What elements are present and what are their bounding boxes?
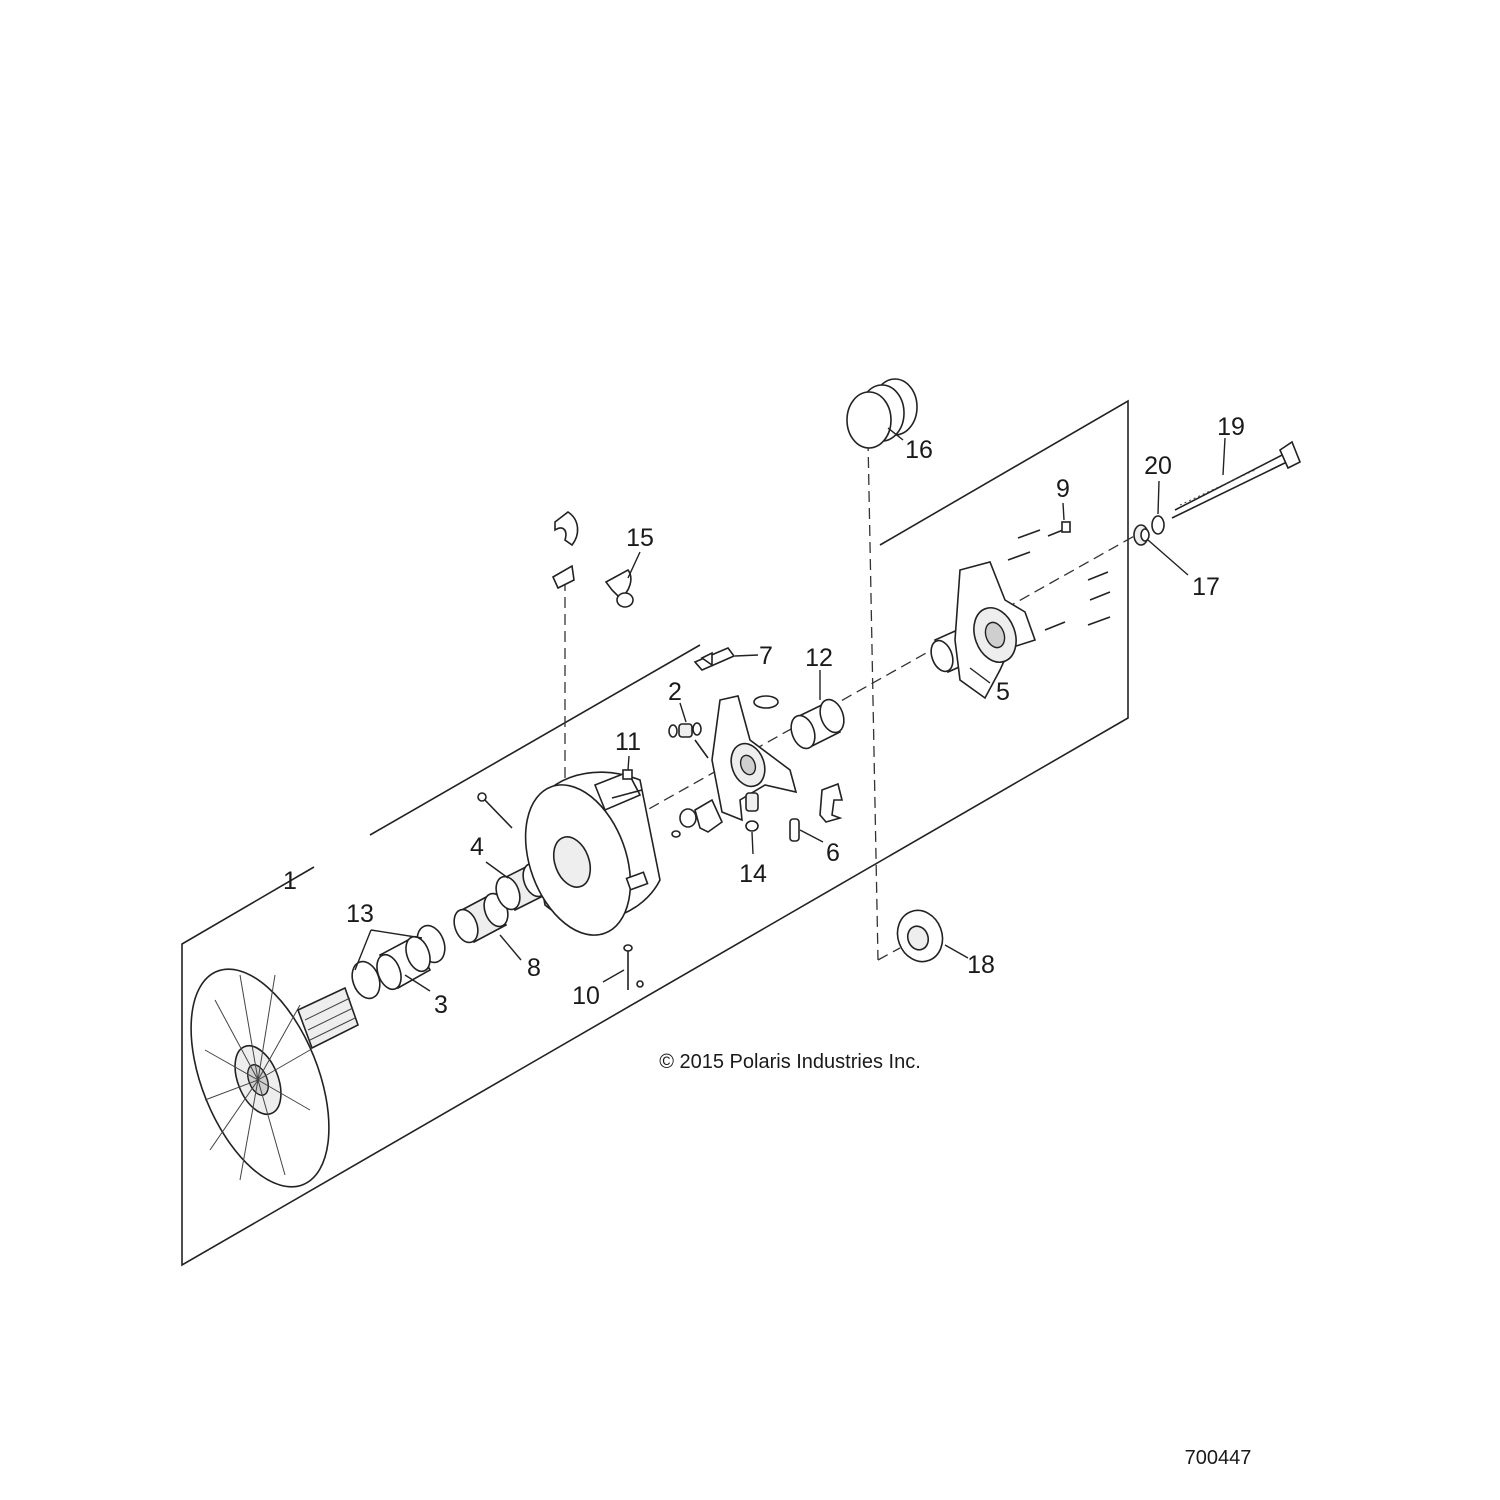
bushing-part (376, 935, 432, 991)
leader-lines (354, 427, 1226, 992)
callout-labels: 1 2 3 4 5 6 7 8 9 10 11 12 13 14 15 16 1… (283, 413, 1245, 1019)
callout-13: 13 (346, 900, 374, 928)
screw-11-part (622, 769, 633, 780)
callout-1: 1 (283, 867, 297, 895)
washer-20-part (1151, 515, 1165, 535)
callout-2: 2 (668, 678, 682, 706)
callout-6: 6 (826, 839, 840, 867)
callout-4: 4 (470, 833, 484, 861)
copyright-notice: © 2015 Polaris Industries Inc. (659, 1051, 921, 1073)
callout-11: 11 (615, 728, 641, 756)
ramp-part (671, 798, 724, 838)
callout-20: 20 (1144, 452, 1172, 480)
bolt-part (1171, 440, 1302, 519)
clutch-cover-part (524, 770, 661, 936)
clip-part (819, 782, 844, 823)
callout-18: 18 (967, 951, 995, 979)
pin-6-part (789, 818, 800, 842)
callout-5: 5 (996, 678, 1010, 706)
callout-9: 9 (1056, 475, 1070, 503)
callout-16: 16 (905, 436, 933, 464)
washer-part (896, 909, 944, 963)
spider-part (711, 695, 798, 822)
pin-part (477, 789, 643, 829)
cover-plate-part (954, 561, 1037, 700)
rivet-10-part (623, 944, 644, 990)
roller-arm-7-part (693, 647, 736, 671)
callout-15: 15 (626, 524, 654, 552)
document-number: 700447 (1185, 1447, 1252, 1469)
callout-19: 19 (1217, 413, 1245, 441)
bushing-14-part (745, 792, 759, 832)
roller-bushing-12-part (790, 698, 845, 750)
screw-9-part (1007, 521, 1111, 631)
shift-weight-part (551, 511, 634, 608)
callout-7: 7 (759, 642, 773, 670)
assembly-outline (181, 399, 1129, 1267)
callout-8: 8 (527, 954, 541, 982)
spring-part (846, 378, 918, 449)
drive-sheave-part (190, 968, 359, 1188)
callout-12: 12 (805, 644, 833, 672)
roller-part (668, 722, 709, 759)
callout-3: 3 (434, 991, 448, 1019)
callout-10: 10 (572, 982, 600, 1010)
assembly-axis (564, 439, 1146, 961)
nut-part (1133, 524, 1150, 546)
callout-14: 14 (739, 860, 767, 888)
callout-17: 17 (1192, 573, 1220, 601)
